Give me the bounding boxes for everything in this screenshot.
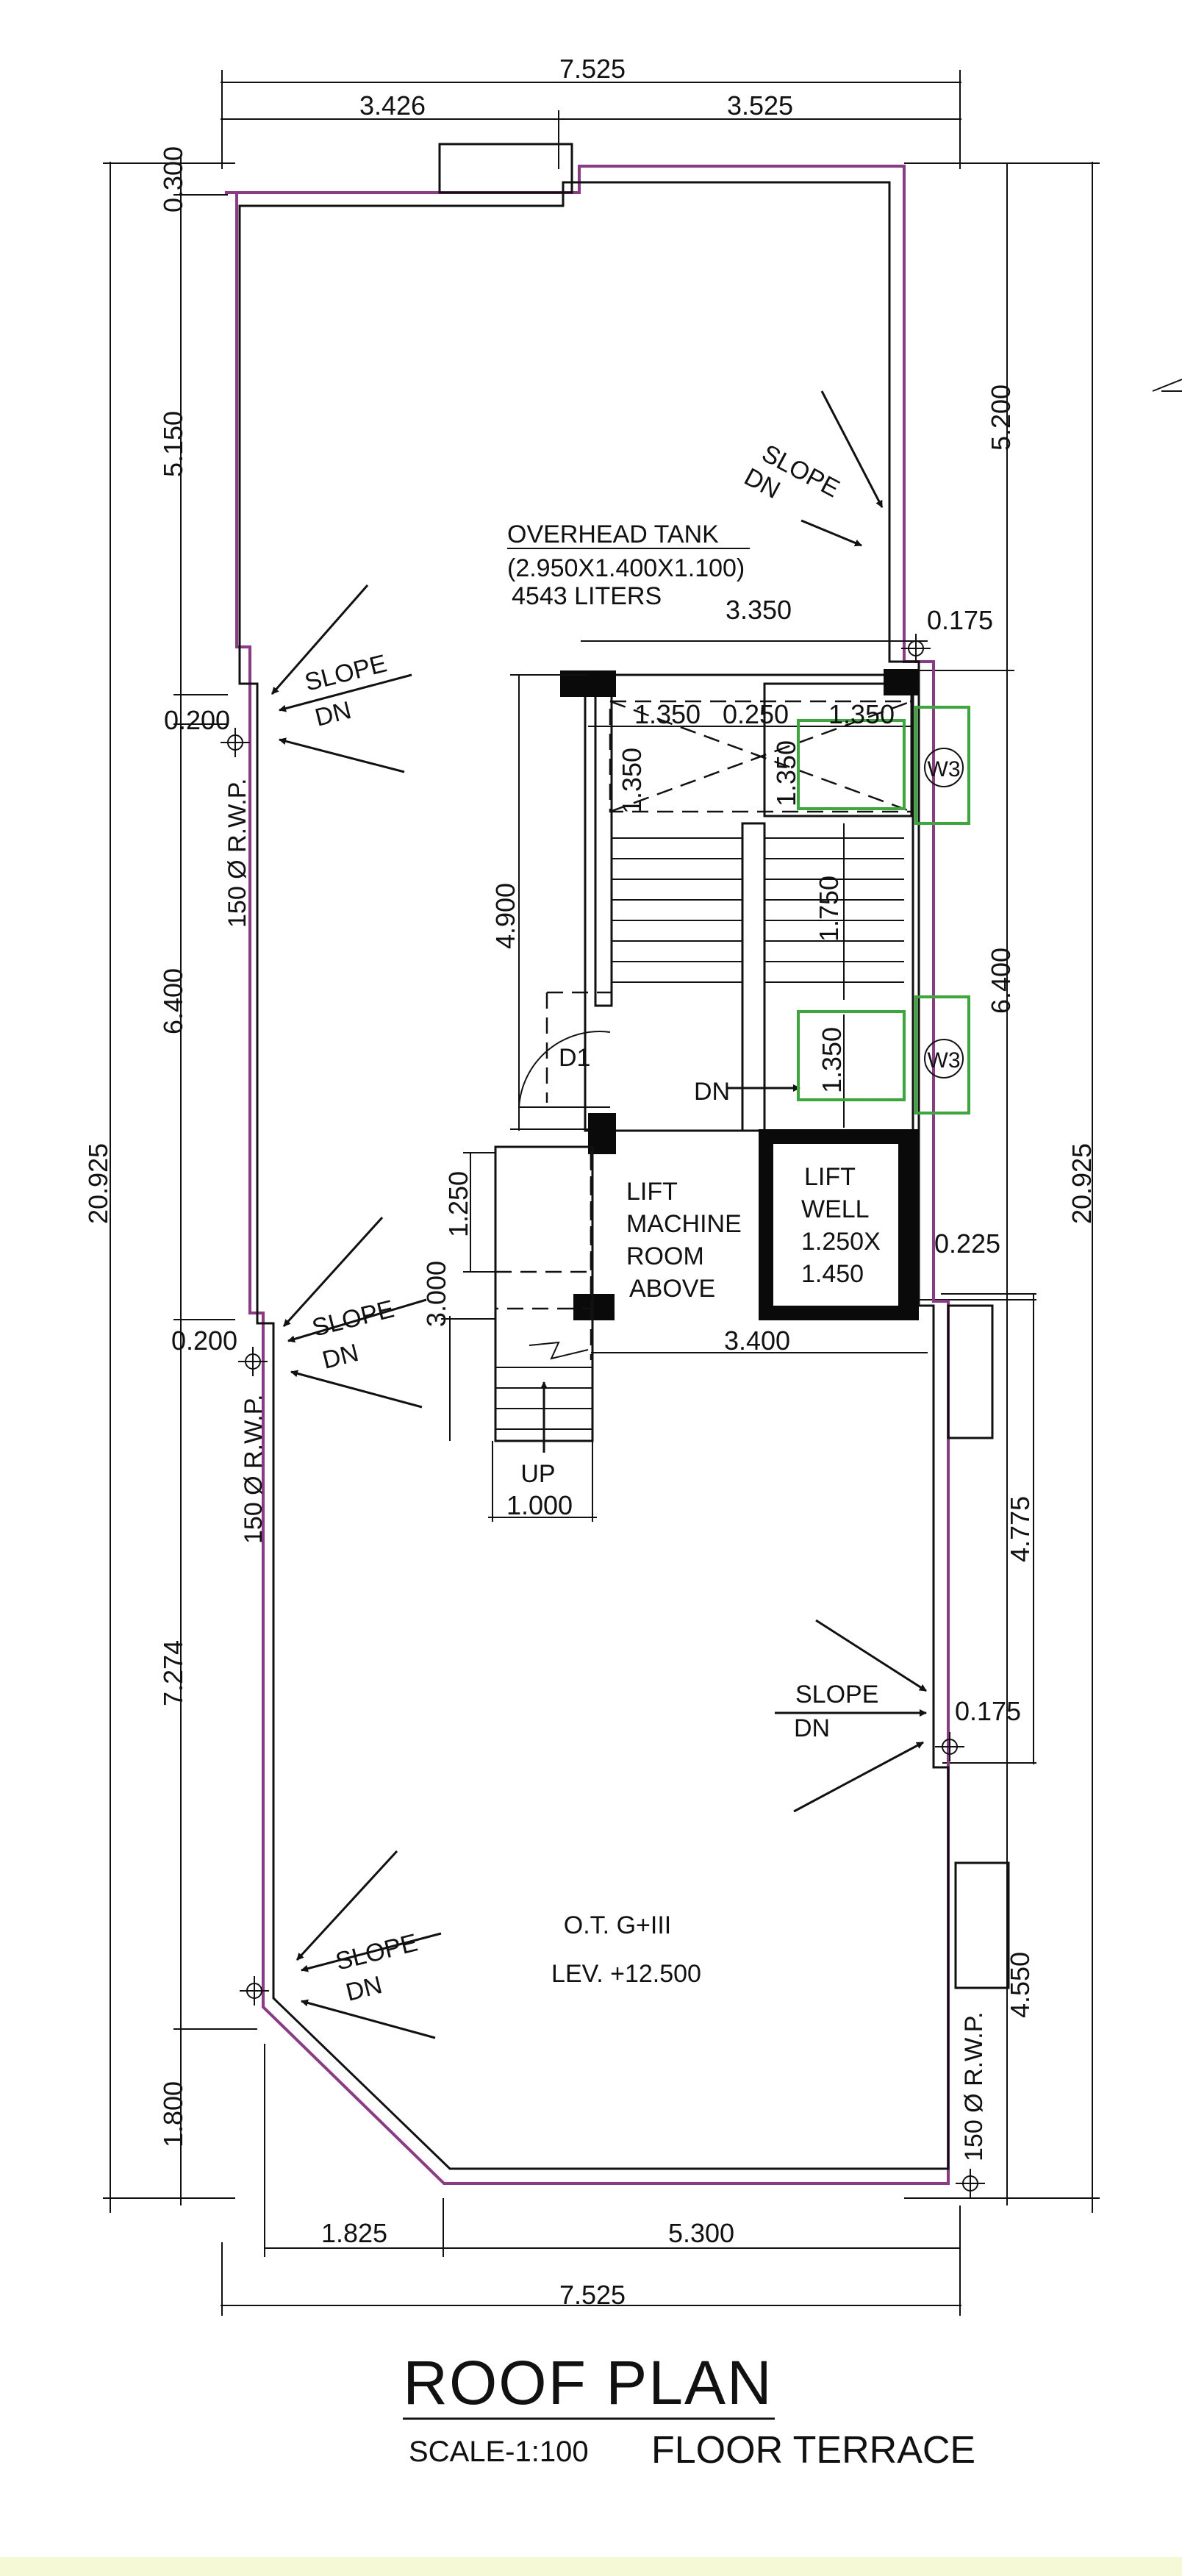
rwp-markers bbox=[221, 634, 985, 2198]
up-label: UP bbox=[520, 1460, 555, 1488]
dn-label-stair: DN bbox=[694, 1078, 730, 1106]
dim-stair-0250: 0.250 bbox=[723, 699, 789, 729]
dim-stair-3350: 3.350 bbox=[726, 595, 792, 625]
tank-size-label: (2.950X1.400X1.100) bbox=[507, 554, 745, 582]
dim-stair-1350-v2: 1.350 bbox=[771, 740, 801, 806]
dim-right-4550: 4.550 bbox=[1005, 1952, 1035, 2018]
overhead-tank-label: OVERHEAD TANK bbox=[507, 520, 719, 548]
lw-line-4: 1.450 bbox=[801, 1260, 864, 1288]
dimension-text: 7.525 3.426 3.525 0.300 5.150 0.200 6.40… bbox=[83, 54, 1097, 2310]
dim-stair-1350-a: 1.350 bbox=[634, 699, 701, 729]
dim-left-0200-a: 0.200 bbox=[164, 705, 230, 735]
drawing-scale: SCALE-1:100 bbox=[409, 2436, 589, 2468]
dim-right-0175-b: 0.175 bbox=[955, 1696, 1021, 1726]
drawing-subtitle: FLOOR TERRACE bbox=[651, 2429, 975, 2472]
building-outline bbox=[225, 143, 1010, 2185]
inner-wall bbox=[238, 181, 950, 2170]
lw-line-2: WELL bbox=[801, 1195, 870, 1223]
dim-stair-1350-lower: 1.350 bbox=[817, 1027, 847, 1093]
slope-label-5: SLOPE bbox=[333, 1928, 420, 1975]
dim-left-0300: 0.300 bbox=[158, 146, 188, 212]
dim-bottom-left: 1.825 bbox=[321, 2218, 387, 2248]
dim-left-6400: 6.400 bbox=[158, 968, 188, 1034]
rwp-label-2: 150 Ø R.W.P. bbox=[240, 1395, 268, 1544]
rwp-label-1: 150 Ø R.W.P. bbox=[223, 779, 251, 928]
footer-strip bbox=[0, 2557, 1182, 2576]
slope-label-4: SLOPE bbox=[795, 1681, 878, 1709]
slope-arrows bbox=[271, 379, 1182, 2039]
w3-label-2: W3 bbox=[928, 1048, 961, 1073]
dim-stair-4900: 4.900 bbox=[490, 883, 520, 949]
dim-right-6400: 6.400 bbox=[986, 948, 1016, 1014]
dim-left-1800: 1.800 bbox=[158, 2081, 188, 2147]
tank-capacity-label: 4543 LITERS bbox=[512, 582, 662, 610]
lmr-line-3: ROOM bbox=[626, 1242, 704, 1270]
dim-right-4775: 4.775 bbox=[1005, 1496, 1035, 1562]
level-value: LEV. +12.500 bbox=[551, 1960, 701, 1988]
dim-lift-1250: 1.250 bbox=[443, 1171, 473, 1237]
dn-label-1: DN bbox=[312, 696, 354, 732]
dim-top-right: 3.525 bbox=[727, 90, 793, 121]
dim-bottom-right: 5.300 bbox=[668, 2218, 734, 2248]
dim-stair-1350-v: 1.350 bbox=[617, 748, 647, 814]
dim-right-total: 20.925 bbox=[1067, 1143, 1097, 1224]
dn-label-3: DN bbox=[320, 1339, 362, 1375]
title-block: ROOF PLAN SCALE-1:100 FLOOR TERRACE bbox=[403, 2348, 975, 2472]
dim-left-7274: 7.274 bbox=[158, 1640, 188, 1706]
dimension-lines bbox=[103, 70, 1100, 2316]
window-w3-upper bbox=[797, 706, 970, 825]
rwp-label-3: 150 Ø R.W.P. bbox=[960, 2012, 988, 2161]
slope-label-3: SLOPE bbox=[309, 1295, 397, 1342]
dim-bottom-total: 7.525 bbox=[559, 2280, 626, 2310]
dim-top-left: 3.426 bbox=[359, 90, 426, 121]
door-d1-label: D1 bbox=[559, 1044, 590, 1072]
dim-left-total: 20.925 bbox=[83, 1143, 113, 1224]
dn-label-5: DN bbox=[343, 1971, 385, 2007]
stair-treads bbox=[612, 837, 904, 983]
dim-left-0200-b: 0.200 bbox=[171, 1325, 237, 1356]
level-name: O.T. G+III bbox=[564, 1911, 671, 1939]
dim-stair-1350-b: 1.350 bbox=[828, 699, 895, 729]
lmr-line-4: ABOVE bbox=[629, 1275, 715, 1303]
dim-right-5200: 5.200 bbox=[986, 384, 1016, 451]
lw-line-1: LIFT bbox=[804, 1163, 856, 1191]
lmr-line-1: LIFT bbox=[626, 1178, 678, 1206]
dim-stair-1750: 1.750 bbox=[814, 876, 844, 942]
dim-top-total: 7.525 bbox=[559, 54, 626, 84]
dim-left-5150: 5.150 bbox=[158, 411, 188, 477]
drawing-title: ROOF PLAN bbox=[403, 2348, 773, 2417]
lw-line-3: 1.250X bbox=[801, 1228, 881, 1256]
lmr-line-2: MACHINE bbox=[626, 1210, 742, 1238]
dim-up-1000: 1.000 bbox=[506, 1490, 573, 1520]
dim-right-0225: 0.225 bbox=[934, 1228, 1000, 1259]
stair-core bbox=[441, 640, 928, 1522]
dn-label-4: DN bbox=[794, 1714, 830, 1742]
slope-label-1: SLOPE bbox=[302, 649, 390, 696]
dim-lift-3000: 3.000 bbox=[421, 1261, 451, 1327]
w3-label-1: W3 bbox=[928, 757, 961, 781]
parapet-outline bbox=[225, 165, 950, 2185]
dim-right-0175-a: 0.175 bbox=[927, 605, 993, 635]
window-w3-lower bbox=[797, 995, 970, 1115]
dim-lift-3400: 3.400 bbox=[724, 1325, 790, 1356]
